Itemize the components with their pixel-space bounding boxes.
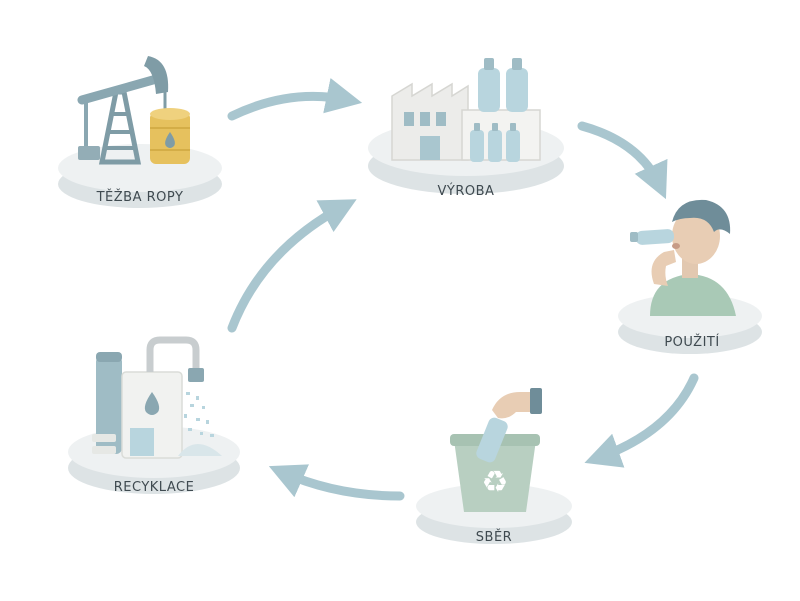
factory-icon	[391, 82, 541, 161]
stage-sber: ♻	[416, 388, 572, 544]
arrow-sber-to-recyklace	[268, 464, 405, 501]
arrow-pouziti-to-sber	[584, 373, 699, 468]
bottle-icon	[488, 123, 502, 162]
stage-label-vyroba: VÝROBA	[437, 184, 495, 199]
bottle-icon	[630, 229, 675, 245]
stage-recyklace	[68, 336, 240, 494]
plastic-flakes	[178, 392, 222, 456]
cycle-arrows	[227, 78, 699, 501]
recycling-machine-icon	[92, 336, 204, 459]
stage-pouziti	[618, 199, 762, 354]
stage-label-recyklace: RECYKLACE	[113, 480, 195, 495]
bottle-icon	[470, 123, 484, 162]
stage-label-sber: SBĚR	[475, 530, 513, 545]
bottle-icon	[478, 58, 500, 112]
stage-label-tezba-ropy: TĚŽBA ROPY	[96, 190, 184, 205]
arrow-vyroba-to-pouziti	[577, 121, 668, 200]
arrow-tezba-to-vyroba	[227, 78, 363, 121]
arrow-recyklace-to-vyroba	[227, 199, 357, 333]
bottle-icon	[506, 123, 520, 162]
person-drinking-icon	[630, 199, 736, 316]
stage-tezba-ropy	[58, 56, 222, 208]
stage-vyroba	[368, 58, 564, 194]
recycle-symbol: ♻	[482, 465, 509, 500]
bottle-icon	[506, 58, 528, 112]
bottle-icons	[470, 58, 528, 162]
hand-with-bottle-icon	[476, 388, 542, 463]
oil-pump-icon	[77, 56, 190, 165]
stage-label-pouziti: POUŽITÍ	[664, 335, 720, 350]
